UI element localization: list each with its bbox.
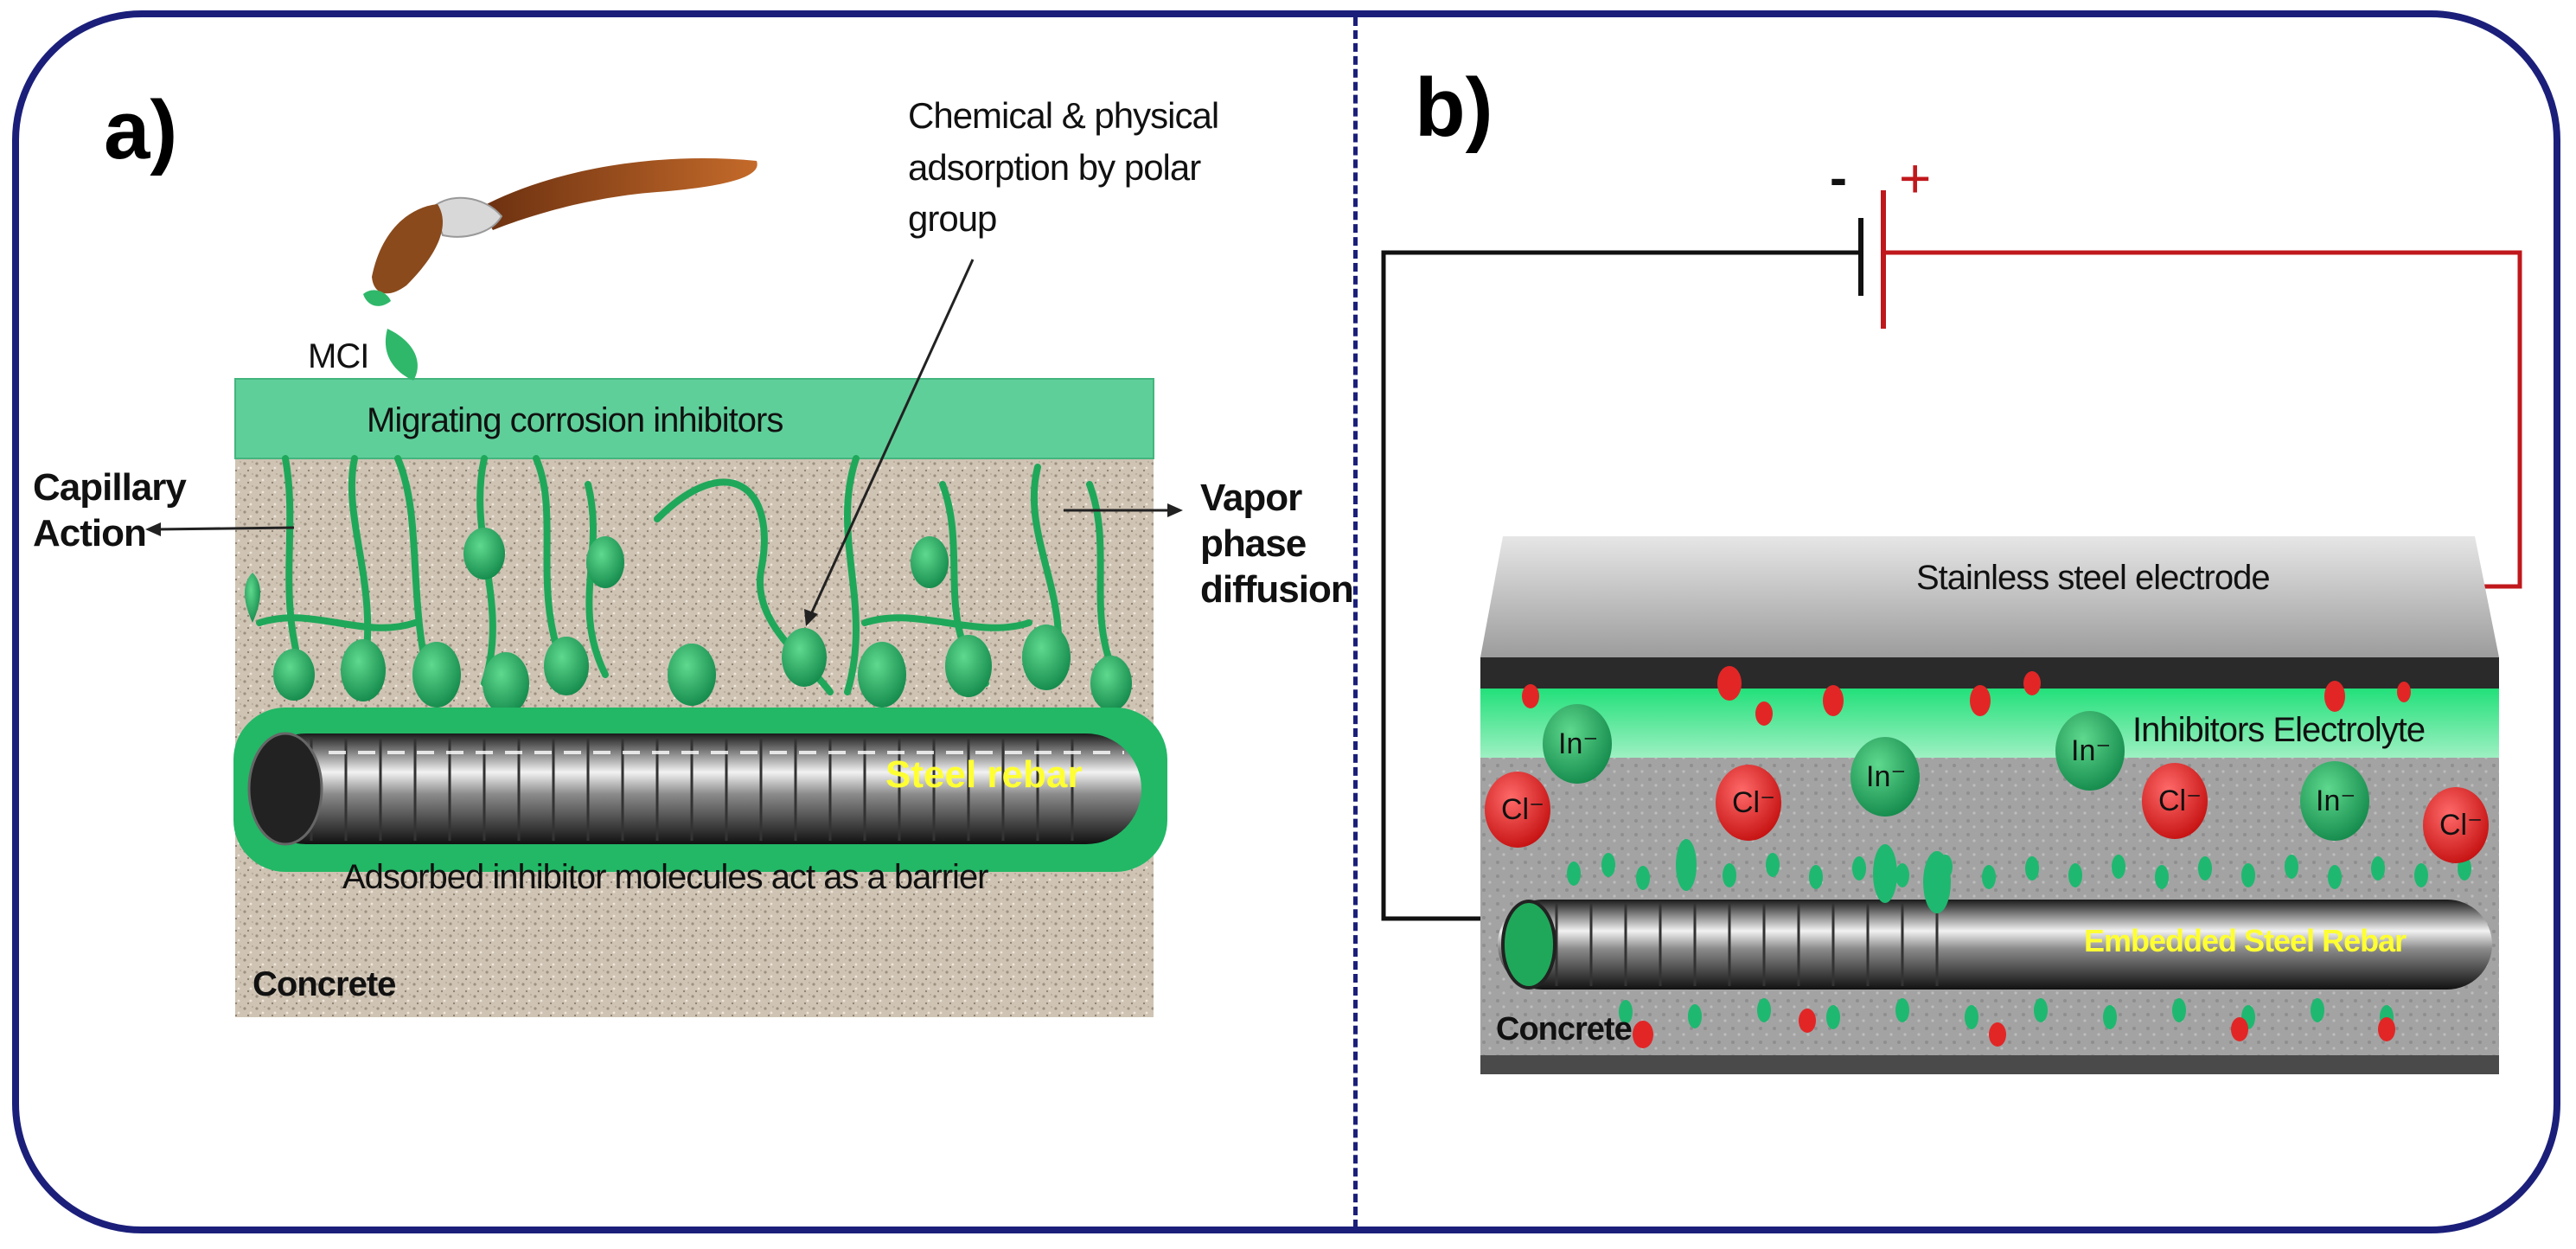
paintbrush-icon: [363, 158, 757, 381]
battery-minus-label: -: [1830, 149, 1847, 207]
ion-cl-label-4: Cl⁻: [2439, 809, 2483, 842]
panel-b-diagram: [1381, 190, 2522, 1074]
adsorption-line-2: adsorption by polar: [908, 146, 1201, 188]
ion-cl-label-3: Cl⁻: [2158, 785, 2202, 817]
ion-cl-label-1: Cl⁻: [1501, 793, 1545, 826]
capillary-line-2: Action: [33, 511, 147, 554]
electrode-label: Stainless steel electrode: [1916, 559, 2271, 597]
vapor-line-2: phase: [1200, 522, 1307, 565]
battery-plus-label: +: [1899, 147, 1932, 209]
adsorption-line-1: Chemical & physical: [908, 95, 1219, 136]
adsorbed-barrier-label: Adsorbed inhibitor molecules act as a ba…: [342, 858, 989, 896]
annotation-arrows: [145, 259, 1183, 626]
ion-in-label-3: In⁻: [2071, 734, 2112, 767]
mci-label: MCI: [308, 337, 369, 375]
panel-divider: [1353, 17, 1358, 1228]
inhibitor-ions: [1543, 704, 2369, 841]
ion-in-label-2: In⁻: [1866, 760, 1907, 793]
embedded-steel-rebar-icon: [1498, 900, 2492, 990]
adsorption-line-3: group: [908, 198, 997, 240]
concrete-label-b: Concrete: [1496, 1011, 1633, 1047]
capillary-label: Capillary Action: [33, 465, 187, 557]
ion-in-label-4: In⁻: [2316, 785, 2356, 817]
steel-rebar-icon: [251, 733, 1141, 844]
adsorption-label: Chemical & physical adsorption by polar …: [908, 90, 1219, 245]
vapor-label: Vapor phase diffusion: [1200, 476, 1354, 612]
chloride-particles: [1522, 666, 2411, 1048]
circuit-wires: [1381, 250, 2522, 921]
panel-a-diagram: [145, 158, 1183, 1017]
concrete-label-a: Concrete: [252, 965, 396, 1003]
chloride-ions: [1485, 763, 2489, 863]
inhibitor-droplets: [245, 528, 1132, 714]
migrating-label: Migrating corrosion inhibitors: [367, 401, 783, 439]
steel-rebar-label: Steel rebar: [885, 753, 1083, 796]
battery-icon: [1858, 190, 1886, 329]
panel-a-label: a): [104, 84, 178, 176]
stainless-electrode: [1480, 536, 2499, 657]
embedded-rebar-label: Embedded Steel Rebar: [2084, 923, 2407, 958]
capillary-line-1: Capillary: [33, 466, 187, 509]
inhibitor-coating-layer: [235, 379, 1154, 458]
panel-b-label: b): [1415, 61, 1493, 154]
electrolyte-label: Inhibitors Electrolyte: [2132, 711, 2426, 749]
vapor-line-1: Vapor: [1200, 477, 1302, 519]
vapor-line-3: diffusion: [1200, 567, 1354, 611]
ion-cl-label-2: Cl⁻: [1732, 786, 1776, 819]
ion-in-label-1: In⁻: [1558, 727, 1599, 760]
adsorbed-molecules: [1567, 839, 2471, 1029]
